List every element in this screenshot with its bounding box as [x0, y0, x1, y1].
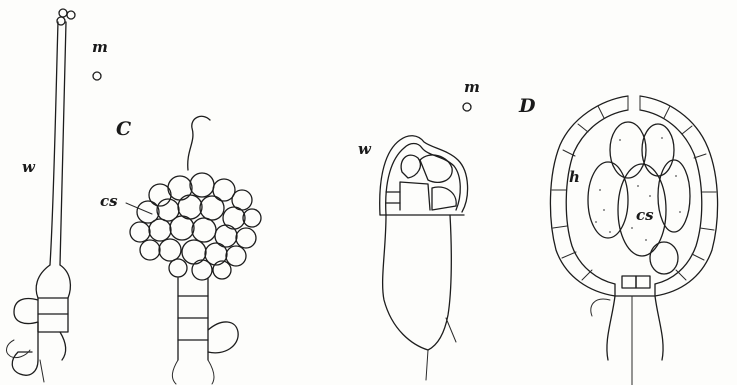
stipple-shading [595, 137, 681, 241]
spore-cluster-c [126, 116, 261, 384]
spore-dot-left [93, 72, 101, 80]
mature-sporangium-d [550, 96, 717, 385]
label-m-left: m [92, 38, 108, 56]
label-w-left: w [22, 158, 36, 176]
label-panel-c: C [116, 118, 131, 140]
label-panel-d: D [518, 95, 536, 117]
filament-specimen [7, 9, 75, 382]
young-sporangium [380, 136, 468, 380]
label-w-right: w [358, 140, 372, 158]
label-cs-left: cs [100, 192, 118, 210]
label-cs-right: cs [636, 206, 654, 224]
label-m-right: m [464, 78, 480, 96]
spore-dot-right [463, 103, 471, 111]
label-h-right: h [569, 168, 580, 186]
